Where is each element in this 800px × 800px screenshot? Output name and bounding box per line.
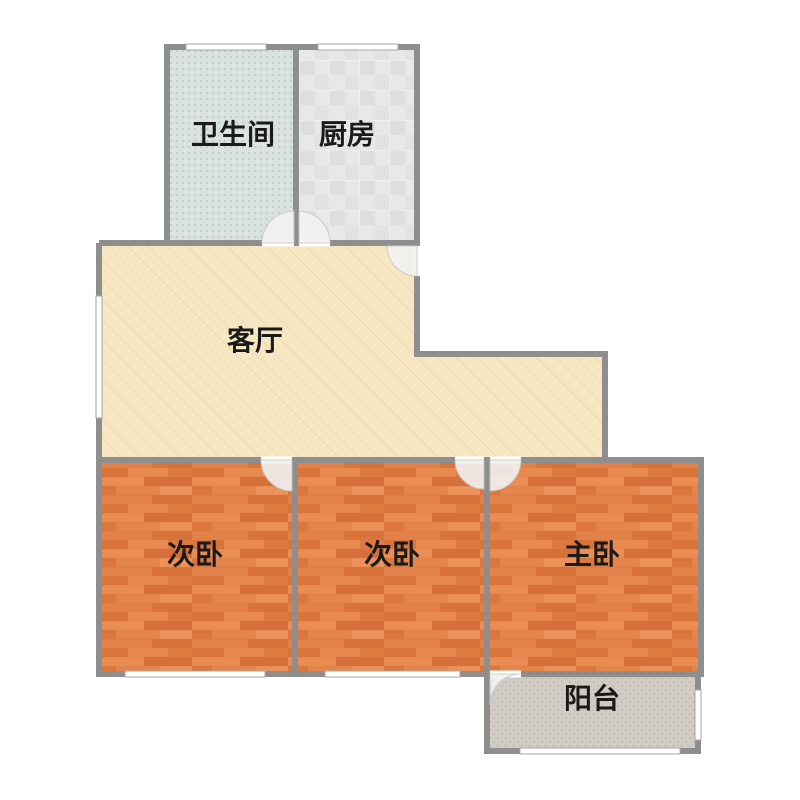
windows [95, 43, 702, 755]
living-room-floor [102, 245, 602, 458]
bedroom-master-floor [490, 462, 698, 671]
balcony-label: 阳台 [564, 682, 620, 715]
door-arcs [260, 210, 522, 706]
bedroom-second-middle-label: 次卧 [364, 538, 420, 571]
balcony-floor [490, 676, 695, 748]
kitchen-label: 厨房 [319, 118, 375, 151]
bedroom-second-left-label: 次卧 [167, 538, 223, 571]
bedroom-second-left-floor [102, 462, 292, 671]
kitchen-floor [298, 50, 414, 242]
bathroom-label: 卫生间 [191, 118, 275, 151]
bedroom-second-middle-floor [298, 462, 485, 671]
bathroom-floor [170, 50, 294, 242]
living-room-label: 客厅 [227, 324, 283, 357]
bedroom-master-label: 主卧 [564, 538, 620, 571]
